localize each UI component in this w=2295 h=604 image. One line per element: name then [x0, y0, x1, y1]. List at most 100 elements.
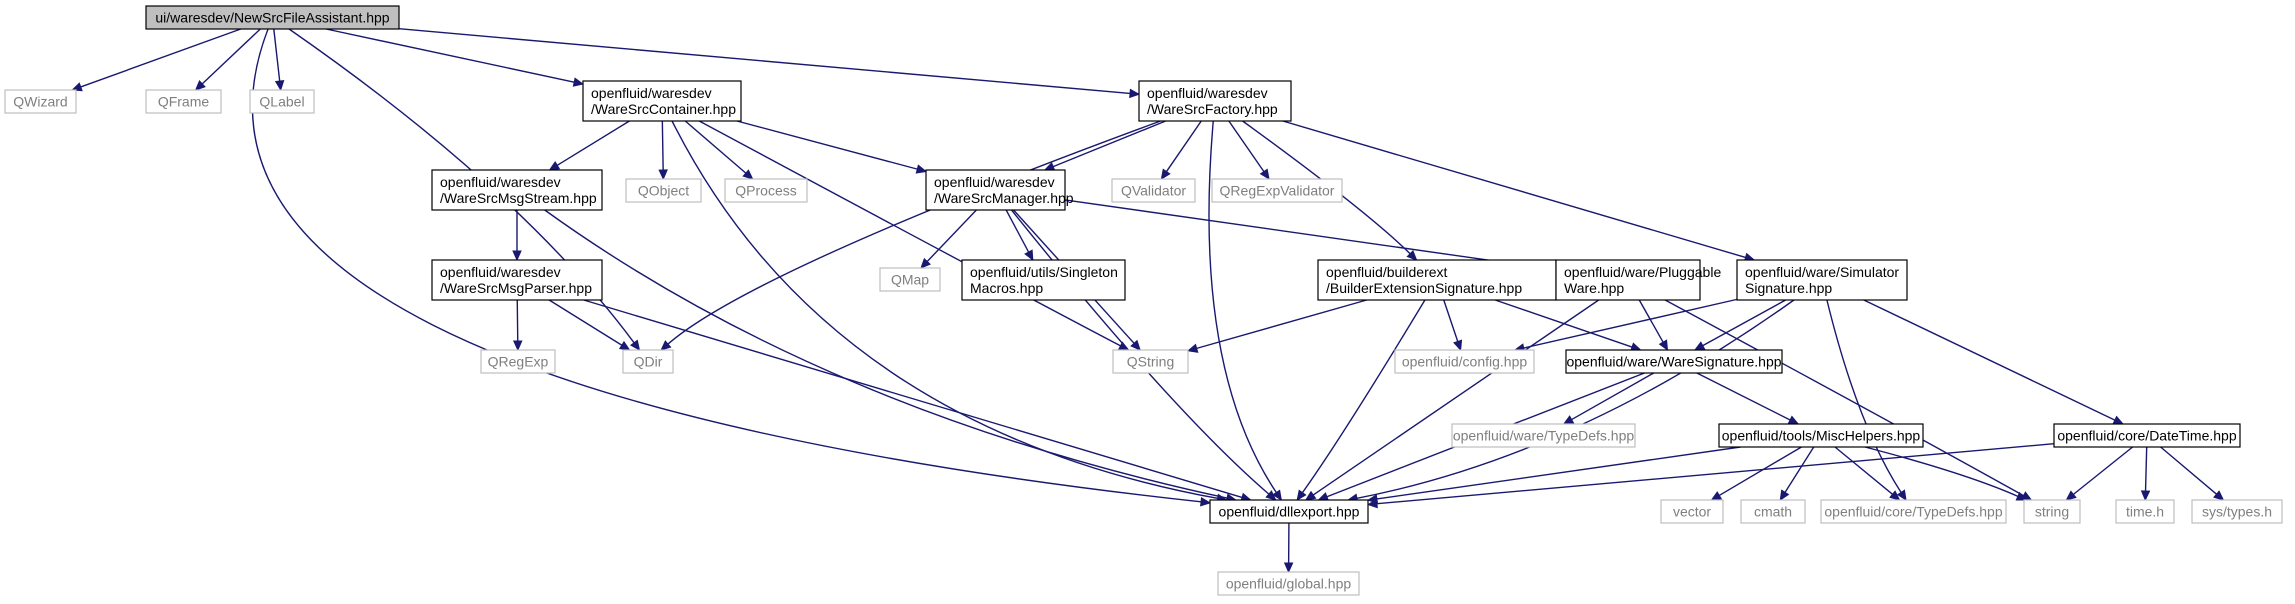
node-manager[interactable]: openfluid/waresdev/WareSrcManager.hpp	[925, 169, 1074, 211]
edge-builderext-to-waresig	[1494, 299, 1642, 352]
node-container[interactable]: openfluid/waresdev/WareSrcContainer.hpp	[582, 80, 742, 122]
edge-waresig-to-mischelpers	[1696, 372, 1800, 425]
node-global: openfluid/global.hpp	[1217, 571, 1360, 596]
edge-pluggable-to-dllexport	[1304, 299, 1600, 501]
node-waresig-label-0: openfluid/ware/WareSignature.hpp	[1566, 354, 1781, 370]
node-qwizard-label-0: QWizard	[13, 94, 67, 110]
node-vector: vector	[1660, 499, 1724, 524]
node-qdir-label-0: QDir	[634, 354, 663, 370]
node-dllexport[interactable]: openfluid/dllexport.hpp	[1209, 499, 1369, 524]
node-waresig[interactable]: openfluid/ware/WareSignature.hpp	[1565, 349, 1783, 374]
edge-mischelpers-to-cmath	[1779, 446, 1815, 502]
node-msgparser[interactable]: openfluid/waresdev/WareSrcMsgParser.hpp	[431, 259, 603, 301]
edge-factory-to-qvalidator	[1160, 120, 1202, 181]
edge-mischelpers-to-string	[1864, 446, 2028, 501]
node-msgstream-label-1: /WareSrcMsgStream.hpp	[440, 190, 597, 206]
edge-mischelpers-to-coretypedefs	[1834, 446, 1901, 501]
node-qregexp-label-0: QRegExp	[488, 354, 549, 370]
edge-msgparser-to-qregexp	[512, 299, 523, 352]
node-coretypedefs-label-0: openfluid/core/TypeDefs.hpp	[1824, 504, 2002, 520]
node-root[interactable]: ui/waresdev/NewSrcFileAssistant.hpp	[145, 5, 400, 30]
node-qlabel-label-0: QLabel	[259, 94, 304, 110]
edge-msgparser-to-qdir	[548, 299, 631, 351]
node-mischelpers[interactable]: openfluid/tools/MiscHelpers.hpp	[1718, 423, 1924, 448]
node-qobject-label-0: QObject	[638, 183, 689, 199]
node-config-label-0: openfluid/config.hpp	[1402, 354, 1528, 370]
node-root-label-0: ui/waresdev/NewSrcFileAssistant.hpp	[155, 10, 389, 26]
node-factory-label-0: openfluid/waresdev	[1147, 85, 1268, 101]
edge-factory-to-builderext	[1242, 120, 1418, 261]
node-dllexport-label-0: openfluid/dllexport.hpp	[1219, 504, 1360, 520]
node-qframe-label-0: QFrame	[158, 94, 210, 110]
node-qwizard: QWizard	[4, 89, 77, 114]
edge-builderext-to-dllexport	[1296, 299, 1426, 502]
edge-container-to-qprocess	[684, 120, 754, 180]
node-msgparser-label-1: /WareSrcMsgParser.hpp	[440, 280, 592, 296]
node-factory[interactable]: openfluid/waresdev/WareSrcFactory.hpp	[1138, 80, 1292, 122]
edge-factory-to-manager	[1043, 120, 1166, 171]
node-qprocess-label-0: QProcess	[735, 183, 796, 199]
node-coretypedefs: openfluid/core/TypeDefs.hpp	[1820, 499, 2007, 524]
node-builderext[interactable]: openfluid/builderext/BuilderExtensionSig…	[1317, 259, 1557, 301]
node-timeh: time.h	[2115, 499, 2175, 524]
node-simsig-label-1: Signature.hpp	[1745, 280, 1832, 296]
node-timeh-label-0: time.h	[2126, 504, 2164, 520]
node-global-label-0: openfluid/global.hpp	[1226, 576, 1352, 592]
edge-builderext-to-config	[1443, 299, 1463, 352]
edge-manager-to-singleton	[1005, 209, 1034, 262]
edge-container-to-qobject	[658, 120, 668, 181]
edges-layer	[71, 28, 2225, 574]
edge-root-to-dllexport	[251, 28, 1212, 507]
node-systypes-label-0: sys/types.h	[2202, 504, 2272, 520]
edge-container-to-msgstream	[548, 120, 630, 171]
edge-msgparser-to-dllexport	[583, 299, 1252, 502]
node-qdir: QDir	[622, 349, 674, 374]
node-qregexpvalidator-label-0: QRegExpValidator	[1220, 183, 1335, 199]
node-builderext-label-1: /BuilderExtensionSignature.hpp	[1326, 280, 1522, 296]
edge-factory-to-qdir	[660, 120, 1161, 351]
node-container-label-0: openfluid/waresdev	[591, 85, 712, 101]
node-qvalidator-label-0: QValidator	[1121, 183, 1186, 199]
node-qstring-label-0: QString	[1127, 354, 1174, 370]
node-qframe: QFrame	[145, 89, 222, 114]
node-vector-label-0: vector	[1673, 504, 1711, 520]
node-qmap: QMap	[879, 267, 941, 292]
edge-pluggable-to-waresig	[1638, 299, 1669, 352]
node-datetime-label-0: openfluid/core/DateTime.hpp	[2057, 428, 2236, 444]
edge-msgstream-to-msgparser	[512, 210, 522, 262]
edge-datetime-to-string	[2065, 446, 2134, 501]
node-mischelpers-label-0: openfluid/tools/MiscHelpers.hpp	[1722, 428, 1921, 444]
node-manager-label-1: /WareSrcManager.hpp	[934, 190, 1074, 206]
edge-container-to-manager	[736, 120, 928, 174]
edge-root-to-qlabel	[273, 28, 285, 92]
node-qregexpvalidator: QRegExpValidator	[1211, 178, 1343, 203]
node-msgstream[interactable]: openfluid/waresdev/WareSrcMsgStream.hpp	[431, 169, 603, 211]
edge-simsig-to-waresig	[1693, 299, 1787, 351]
edge-datetime-to-systypes	[2160, 446, 2225, 501]
node-singleton-label-1: Macros.hpp	[970, 280, 1043, 296]
edge-builderext-to-qstring	[1186, 299, 1367, 353]
node-qstring: QString	[1112, 349, 1189, 374]
node-pluggable-label-1: Ware.hpp	[1564, 280, 1624, 296]
node-manager-label-0: openfluid/waresdev	[934, 174, 1055, 190]
edge-mischelpers-to-dllexport	[1366, 446, 1741, 504]
node-datetime[interactable]: openfluid/core/DateTime.hpp	[2053, 423, 2241, 448]
node-qmap-label-0: QMap	[891, 272, 929, 288]
edge-container-to-qstring	[698, 120, 1130, 351]
edge-root-to-qwizard	[71, 28, 241, 92]
edge-simsig-to-datetime	[1863, 299, 2125, 425]
node-cmath: cmath	[1740, 499, 1806, 524]
node-pluggable-label-0: openfluid/ware/Pluggable	[1564, 264, 1721, 280]
node-qlabel: QLabel	[249, 89, 315, 114]
node-builderext-label-0: openfluid/builderext	[1326, 264, 1448, 280]
node-msgstream-label-0: openfluid/waresdev	[440, 174, 561, 190]
node-msgparser-label-0: openfluid/waresdev	[440, 264, 561, 280]
node-container-label-1: /WareSrcContainer.hpp	[591, 101, 736, 117]
edge-simsig-to-config	[1513, 298, 1738, 353]
nodes-layer: ui/waresdev/NewSrcFileAssistant.hppQWiza…	[4, 5, 2283, 596]
node-string-label-0: string	[2035, 504, 2069, 520]
